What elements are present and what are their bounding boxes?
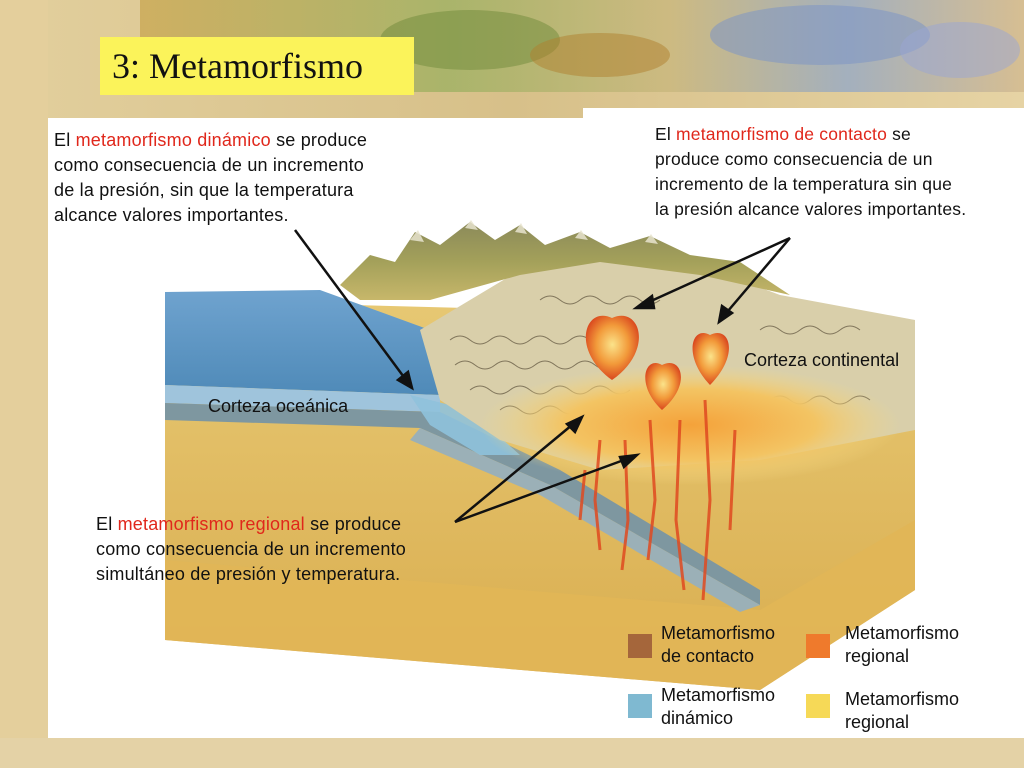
legend-line: de contacto <box>661 646 755 666</box>
callout-line: como consecuencia de un incremento <box>54 155 364 175</box>
arrow-regional-2 <box>454 455 633 524</box>
callout-regional: El metamorfismo regional se produce como… <box>96 512 476 587</box>
callout-highlight: metamorfismo de contacto <box>676 124 888 144</box>
callout-line: como consecuencia de un incremento <box>96 539 406 559</box>
legend-line: regional <box>845 712 910 732</box>
legend-item-contacto: Metamorfismo de contacto <box>661 622 775 668</box>
callout-highlight: metamorfismo dinámico <box>75 130 271 150</box>
legend-line: Metamorfismo <box>845 689 960 709</box>
label-corteza-continental: Corteza continental <box>744 350 900 370</box>
ocean-top <box>165 290 440 395</box>
legend-line: Metamorfismo <box>661 685 776 705</box>
callout-prefix: El <box>655 124 677 144</box>
magma-chamber-1 <box>585 315 639 380</box>
oceanic-slab-edge <box>410 428 760 612</box>
callout-highlight: metamorfismo regional <box>117 514 305 534</box>
legend-swatch-regional-orange <box>806 634 830 658</box>
callout-contacto: El metamorfismo de contacto se produce c… <box>655 122 1023 222</box>
label-corteza-oceanica: Corteza oceánica <box>208 396 349 416</box>
arrow-contacto-2 <box>721 237 791 319</box>
legend-swatch-contacto <box>628 634 652 658</box>
legend-swatch-regional-yellow <box>806 694 830 718</box>
mantle-layer <box>165 520 915 690</box>
arrow-contacto-1 <box>639 236 791 308</box>
legend-line: regional <box>845 646 910 666</box>
arrow-regional-1 <box>454 419 579 523</box>
legend-line: dinámico <box>661 708 734 728</box>
legend-line: Metamorfismo <box>661 623 776 643</box>
regional-heat-zone <box>480 365 900 485</box>
callout-line: incremento de la temperatura sin que <box>655 174 953 194</box>
arrow-dinamico <box>293 229 414 389</box>
legend-item-regional-yellow: Metamorfismo regional <box>845 688 959 734</box>
callout-line1-suffix: se <box>887 124 911 144</box>
legend-line: Metamorfismo <box>845 623 960 643</box>
callout-line: de la presión, sin que la temperatura <box>54 180 354 200</box>
callout-line1-suffix: se produce <box>304 514 402 534</box>
callout-dinamico: El metamorfismo dinámico se produce como… <box>54 128 454 228</box>
magma-chamber-2 <box>645 363 681 410</box>
mountain-range <box>340 222 790 300</box>
magma-chamber-3 <box>692 333 729 385</box>
legend-swatch-dinamico <box>628 694 652 718</box>
callout-line: alcance valores importantes. <box>54 205 289 225</box>
callout-line: la presión alcance valores importantes. <box>655 199 967 219</box>
slide-title: 3: Metamorfismo <box>100 37 414 95</box>
callout-line1-suffix: se produce <box>270 130 368 150</box>
callout-line: produce como consecuencia de un <box>655 149 933 169</box>
callout-prefix: El <box>96 514 118 534</box>
legend-item-regional-orange: Metamorfismo regional <box>845 622 959 668</box>
callout-line: simultáneo de presión y temperatura. <box>96 564 401 584</box>
callout-prefix: El <box>54 130 76 150</box>
legend-item-dinamico: Metamorfismo dinámico <box>661 684 775 730</box>
